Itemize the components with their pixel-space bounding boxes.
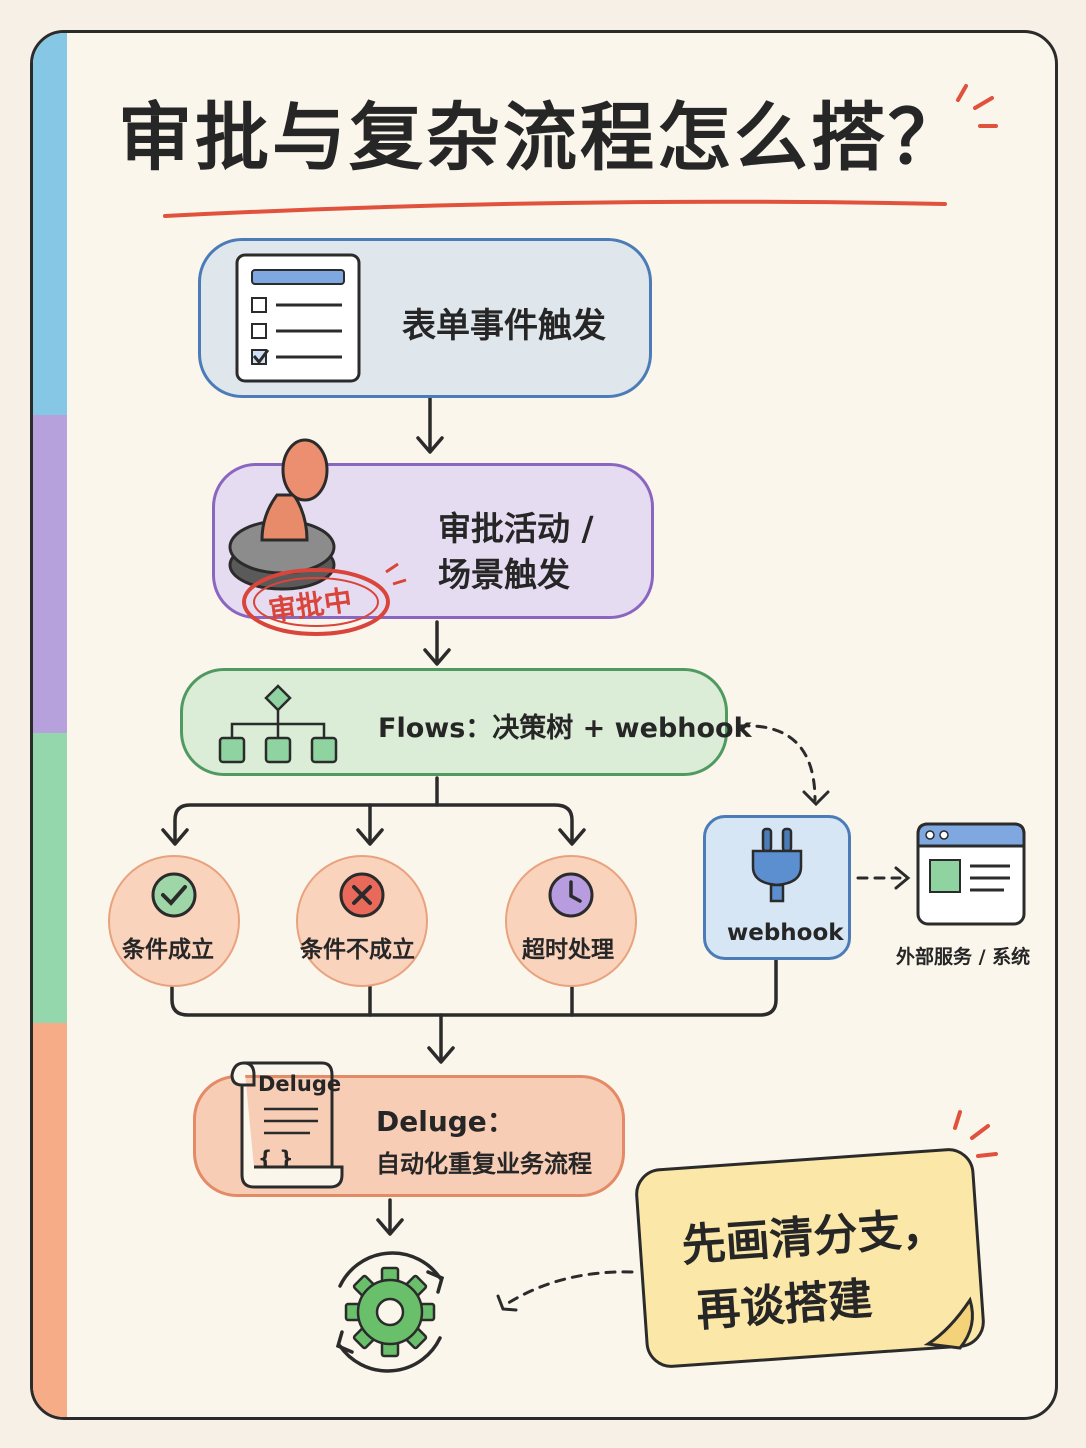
browser-icon <box>916 822 1026 926</box>
stamp-icon <box>228 438 336 591</box>
note-line2: 再谈搭建 <box>694 1273 874 1337</box>
scroll-icon <box>230 1061 344 1189</box>
gear-icon <box>335 1251 445 1373</box>
deluge-title: Deluge： <box>376 1105 515 1138</box>
branch-timeout-label: 超时处理 <box>522 937 614 963</box>
stamp-seal-icon <box>242 562 407 636</box>
cross-icon <box>339 872 385 918</box>
note-curl-icon <box>923 1296 974 1350</box>
webhook-label: webhook <box>727 920 844 946</box>
stripe-blue <box>33 33 67 415</box>
title-underline <box>163 199 947 218</box>
check-icon <box>151 872 197 918</box>
note-sparkles-icon <box>953 1110 998 1158</box>
title-sparkles-icon <box>956 84 998 128</box>
page-title: 审批与复杂流程怎么搭？ <box>118 95 965 181</box>
external-label: 外部服务 / 系统 <box>896 946 1031 968</box>
form-icon <box>235 253 361 383</box>
flows-label: Flows：决策树 + webhook <box>378 713 752 744</box>
tree-icon <box>218 684 338 764</box>
branch-false-label: 条件不成立 <box>300 937 415 963</box>
deluge-desc: 自动化重复业务流程 <box>376 1150 592 1178</box>
form-trigger-label: 表单事件触发 <box>402 306 606 346</box>
plug-icon <box>751 827 803 903</box>
branch-true-label: 条件成立 <box>122 937 214 963</box>
scroll-label: Deluge <box>258 1072 342 1096</box>
stripe-purple <box>33 415 67 733</box>
dashed-arrow-note <box>503 1270 634 1307</box>
approval-label-line1: 审批活动 / <box>438 509 594 548</box>
stripe-green <box>33 733 67 1023</box>
dashed-arrow-webhook <box>738 724 817 802</box>
stripe-orange <box>33 1023 67 1417</box>
clock-icon <box>548 872 594 918</box>
branch-merge <box>170 953 778 1017</box>
note-line1: 先画清分支， <box>680 1202 948 1272</box>
approval-label-line2: 场景触发 <box>438 555 570 594</box>
scroll-braces: { } <box>258 1146 294 1170</box>
